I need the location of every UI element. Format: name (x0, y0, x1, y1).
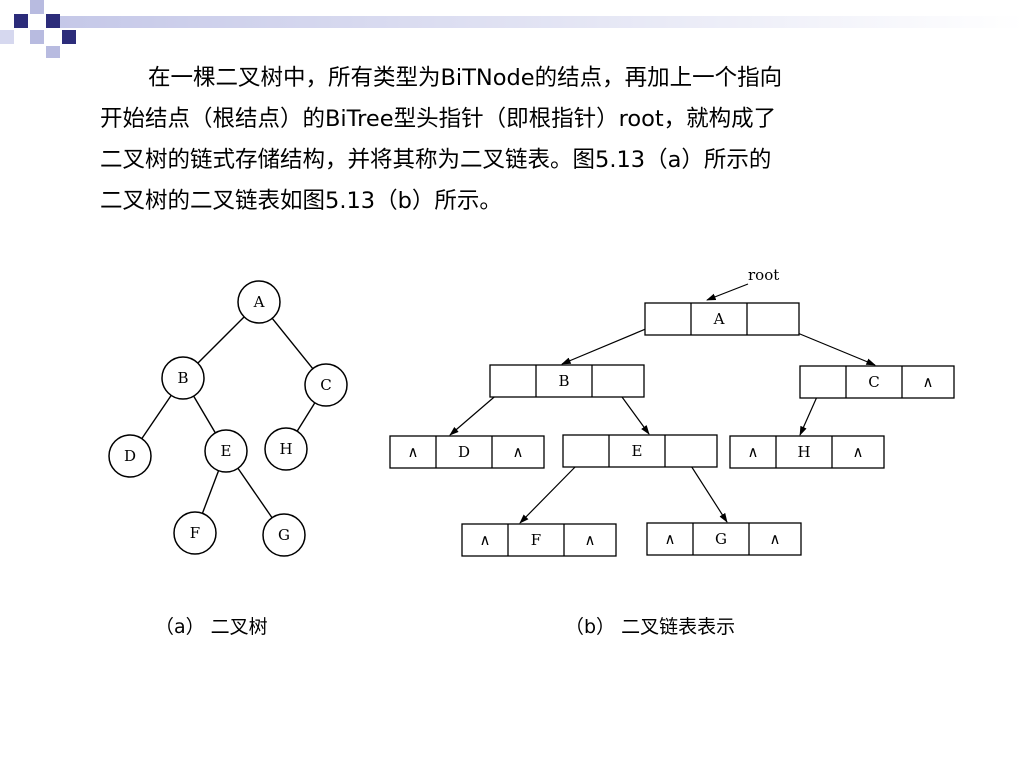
header-decoration (0, 0, 1024, 58)
tree-node-label: H (279, 440, 292, 458)
tree-node-D: D (108, 434, 152, 478)
caption-b: （b） 二叉链表表示 (565, 616, 736, 638)
tree-node-label: C (320, 376, 331, 394)
tree-node-circle (108, 434, 152, 478)
list-node-F: ∧ F ∧ (461, 523, 617, 557)
tree-node-C: C (304, 363, 348, 407)
list-node-box (489, 364, 645, 398)
list-node-box (562, 434, 718, 468)
pointer-arrow-A-B (561, 322, 661, 365)
tree-node-label: A (253, 293, 265, 311)
tree-node-circle (304, 363, 348, 407)
rchild-field: ∧ (585, 531, 596, 549)
tree-edge-A-C (271, 317, 314, 370)
list-node-box (389, 435, 545, 469)
paragraph-line: 在一棵二叉树中，所有类型为BiTNode的结点，再加上一个指向 (148, 65, 783, 91)
root-pointer-arrow (706, 283, 749, 301)
tree-edge-E-G (237, 467, 273, 519)
tree-node-circle (204, 429, 248, 473)
rchild-field: ∧ (923, 373, 934, 391)
list-node-box (646, 522, 802, 556)
data-field: B (558, 372, 569, 390)
list-node-D: ∧ D ∧ (389, 435, 545, 469)
tree-node-circle (262, 513, 306, 557)
tree-node-circle (264, 427, 308, 471)
tree-edge-C-H (296, 402, 316, 432)
list-node-G: ∧ G ∧ (646, 522, 802, 556)
data-field: D (458, 443, 470, 461)
tree-node-label: D (124, 447, 136, 465)
list-node-B: B (489, 364, 645, 398)
data-field: A (713, 310, 725, 328)
tree-node-H: H (264, 427, 308, 471)
data-field: C (868, 373, 879, 391)
tree-node-label: G (278, 526, 290, 544)
lchild-field: ∧ (748, 443, 759, 461)
paragraph-line: 二叉树的链式存储结构，并将其称为二叉链表。图5.13（a）所示的 (100, 147, 772, 173)
tree-edge-B-E (193, 395, 216, 434)
list-node-box (644, 302, 800, 336)
tree-node-B: B (161, 356, 205, 400)
list-node-A: A (644, 302, 800, 336)
tree-edge-A-B (197, 316, 245, 364)
tree-node-circle (237, 280, 281, 324)
data-field: H (797, 443, 810, 461)
tree-node-G: G (262, 513, 306, 557)
caption-a: （a） 二叉树 (155, 616, 268, 638)
list-node-H: ∧ H ∧ (729, 435, 885, 469)
deco-square-dark (14, 14, 28, 28)
pointer-arrow-E-G (685, 457, 728, 523)
tree-edge-B-D (141, 394, 172, 440)
list-node-box (799, 365, 955, 399)
paragraph-line: 开始结点（根结点）的BiTree型头指针（即根指针）root，就构成了 (100, 106, 777, 132)
list-node-C: C∧ (799, 365, 955, 399)
paragraph-line: 二叉树的二叉链表如图5.13（b）所示。 (100, 188, 502, 214)
tree-node-label: E (221, 442, 232, 460)
tree-node-F: F (173, 511, 217, 555)
lchild-field: ∧ (480, 531, 491, 549)
data-field: F (531, 531, 541, 549)
root-label: root (748, 266, 779, 284)
tree-node-circle (161, 356, 205, 400)
lchild-field: ∧ (408, 443, 419, 461)
list-node-box (729, 435, 885, 469)
rchild-field: ∧ (853, 443, 864, 461)
tree-node-A: A (237, 280, 281, 324)
data-field: E (632, 442, 643, 460)
intro-paragraph: 在一棵二叉树中，所有类型为BiTNode的结点，再加上一个指向 开始结点（根结点… (100, 58, 960, 222)
tree-node-label: F (190, 524, 200, 542)
binary-tree: A B C D E H F G (108, 280, 348, 557)
lchild-field: ∧ (665, 530, 676, 548)
tree-node-circle (173, 511, 217, 555)
tree-node-label: B (177, 369, 188, 387)
list-node-box (461, 523, 617, 557)
tree-node-E: E (204, 429, 248, 473)
list-node-E: E (562, 434, 718, 468)
data-field: G (715, 530, 727, 548)
rchild-field: ∧ (513, 443, 524, 461)
tree-edge-E-F (201, 470, 220, 514)
rchild-field: ∧ (770, 530, 781, 548)
pointer-arrow-E-F (519, 461, 581, 524)
